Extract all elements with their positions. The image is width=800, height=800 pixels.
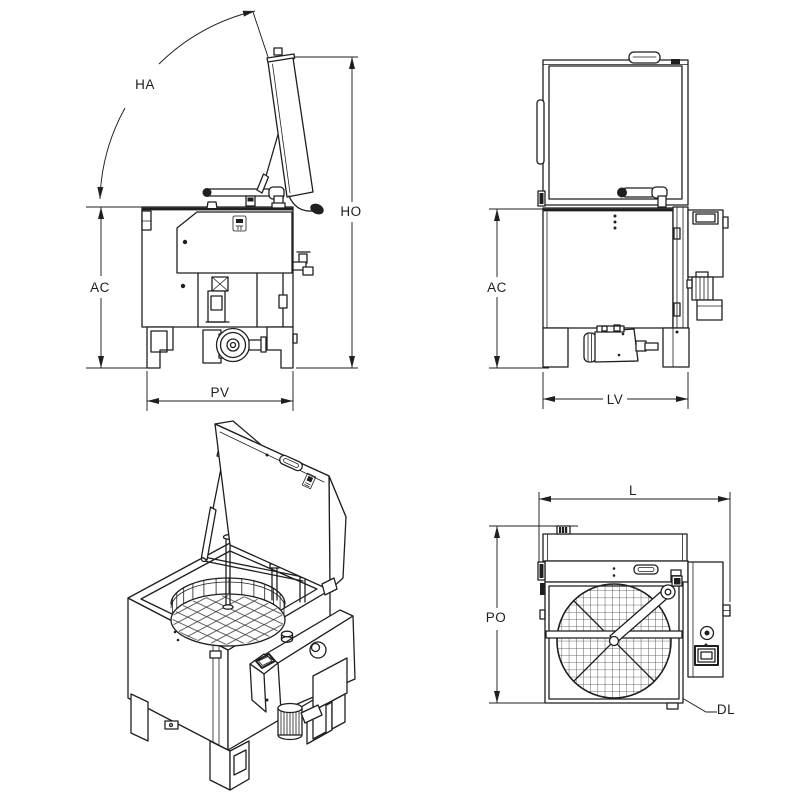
front-view: AC LV	[487, 51, 729, 409]
dim-label-dl: DL	[717, 702, 735, 717]
gas-strut	[245, 130, 280, 207]
hinge-column	[672, 206, 689, 329]
dim-label-po: PO	[486, 610, 507, 625]
control-box-plan	[687, 561, 731, 678]
dim-label-l: L	[629, 483, 637, 498]
dim-label-ac-front: AC	[487, 280, 507, 295]
control-box-front	[687, 209, 729, 278]
dim-label-lv: LV	[607, 392, 624, 407]
knob-plan	[699, 625, 715, 641]
plan-machine	[537, 525, 731, 710]
plan-view: L PO DL	[486, 483, 735, 717]
dim-label-ho: HO	[340, 204, 361, 219]
lid-plan	[542, 525, 688, 562]
lid-handle	[279, 454, 303, 472]
handle-bar-front	[617, 186, 668, 208]
pump-side	[202, 327, 267, 364]
front-machine	[536, 51, 729, 368]
basket-plan	[545, 583, 683, 699]
heater-unit	[686, 271, 723, 321]
rim-channel-plan	[537, 560, 689, 583]
pump-motor-front	[583, 324, 659, 363]
label-plate-icon	[232, 215, 247, 232]
plan-dimensions: L PO DL	[486, 483, 735, 717]
control-housing	[176, 211, 293, 274]
feet-front	[542, 327, 690, 368]
side-view: HA HO AC PV	[86, 10, 361, 411]
display-iso	[255, 653, 276, 669]
pump-iso	[277, 657, 348, 741]
display	[692, 211, 719, 225]
side-machine	[141, 47, 324, 369]
dim-label-ha: HA	[135, 77, 155, 92]
side-dimensions: HA HO AC PV	[86, 10, 361, 411]
side-valve	[292, 251, 314, 276]
rotating-basket	[170, 577, 286, 647]
lid-open-iso	[214, 420, 347, 596]
dim-label-pv: PV	[210, 385, 229, 400]
vertical-motor	[205, 276, 230, 323]
filter-box	[312, 657, 348, 712]
cabinet-body-front	[542, 207, 674, 329]
lid-open-front	[536, 51, 689, 207]
isometric-view	[127, 420, 356, 791]
front-dimensions: AC LV	[487, 208, 689, 409]
handle-bar	[202, 186, 286, 209]
foot-front-iso	[209, 740, 250, 791]
lid-open	[266, 47, 324, 215]
dim-label-ac-side: AC	[90, 280, 110, 295]
lid-label-icon	[301, 472, 317, 490]
feet-side	[146, 326, 298, 369]
foot-back-left	[130, 693, 149, 742]
